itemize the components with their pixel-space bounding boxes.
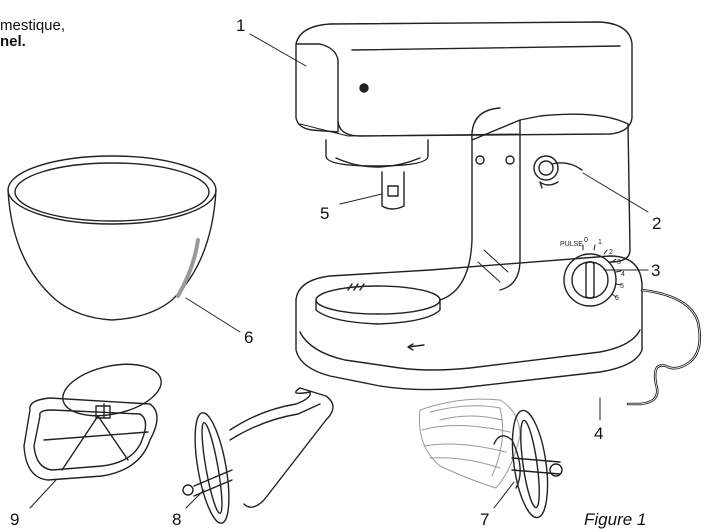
release-arrow-icon xyxy=(539,181,559,189)
dial-setting-5: 5 xyxy=(620,283,624,290)
mixing-bowl xyxy=(7,155,217,321)
dial-setting-6: 6 xyxy=(615,295,619,302)
flat-beater xyxy=(23,363,162,481)
head-indicator-dot xyxy=(359,83,369,93)
mixer-head xyxy=(295,21,633,168)
leader-lines xyxy=(29,33,649,509)
callout-2: 2 xyxy=(652,214,662,233)
whisk xyxy=(418,398,563,519)
bowl-lock-marks-icon xyxy=(347,283,365,291)
callout-5: 5 xyxy=(320,204,330,223)
callout-6: 6 xyxy=(244,328,254,347)
head-release-lever xyxy=(533,155,583,189)
callout-7: 7 xyxy=(480,510,490,529)
leader-2 xyxy=(582,172,649,213)
power-cord xyxy=(626,288,702,406)
callout-9: 9 xyxy=(10,510,20,529)
dough-hook xyxy=(182,387,334,524)
stand-mixer xyxy=(295,21,702,406)
dial-setting-1: 1 xyxy=(598,239,602,246)
dial-pulse-label: PULSE xyxy=(560,241,583,248)
rotation-arrow-icon xyxy=(407,343,425,351)
dial-setting-0: 0 xyxy=(584,237,588,244)
header-text: mestique, nel. xyxy=(0,18,65,50)
dial-ticks xyxy=(582,244,622,298)
figure-caption: Figure 1 xyxy=(584,510,647,529)
leader-1 xyxy=(249,33,307,67)
dial-setting-4: 4 xyxy=(621,271,625,278)
header-text-line-2: nel. xyxy=(0,33,26,50)
attachment-shaft xyxy=(381,171,405,210)
callout-8: 8 xyxy=(172,510,182,529)
leader-7 xyxy=(493,481,515,509)
callout-4: 4 xyxy=(594,424,604,443)
dial-setting-3: 3 xyxy=(617,259,621,266)
callout-3: 3 xyxy=(651,261,661,280)
speed-dial-labels: PULSE 0 1 2 3 4 5 6 xyxy=(560,237,625,302)
leader-8 xyxy=(185,489,205,509)
leader-5 xyxy=(339,193,383,205)
mixer-column xyxy=(439,107,631,301)
leader-9 xyxy=(29,479,57,509)
callout-1: 1 xyxy=(236,16,246,35)
dial-setting-2: 2 xyxy=(609,249,613,256)
speed-dial xyxy=(563,244,622,307)
leader-6 xyxy=(185,297,241,333)
mixer-base xyxy=(295,255,643,391)
header-text-line-1: mestique, xyxy=(0,17,66,34)
